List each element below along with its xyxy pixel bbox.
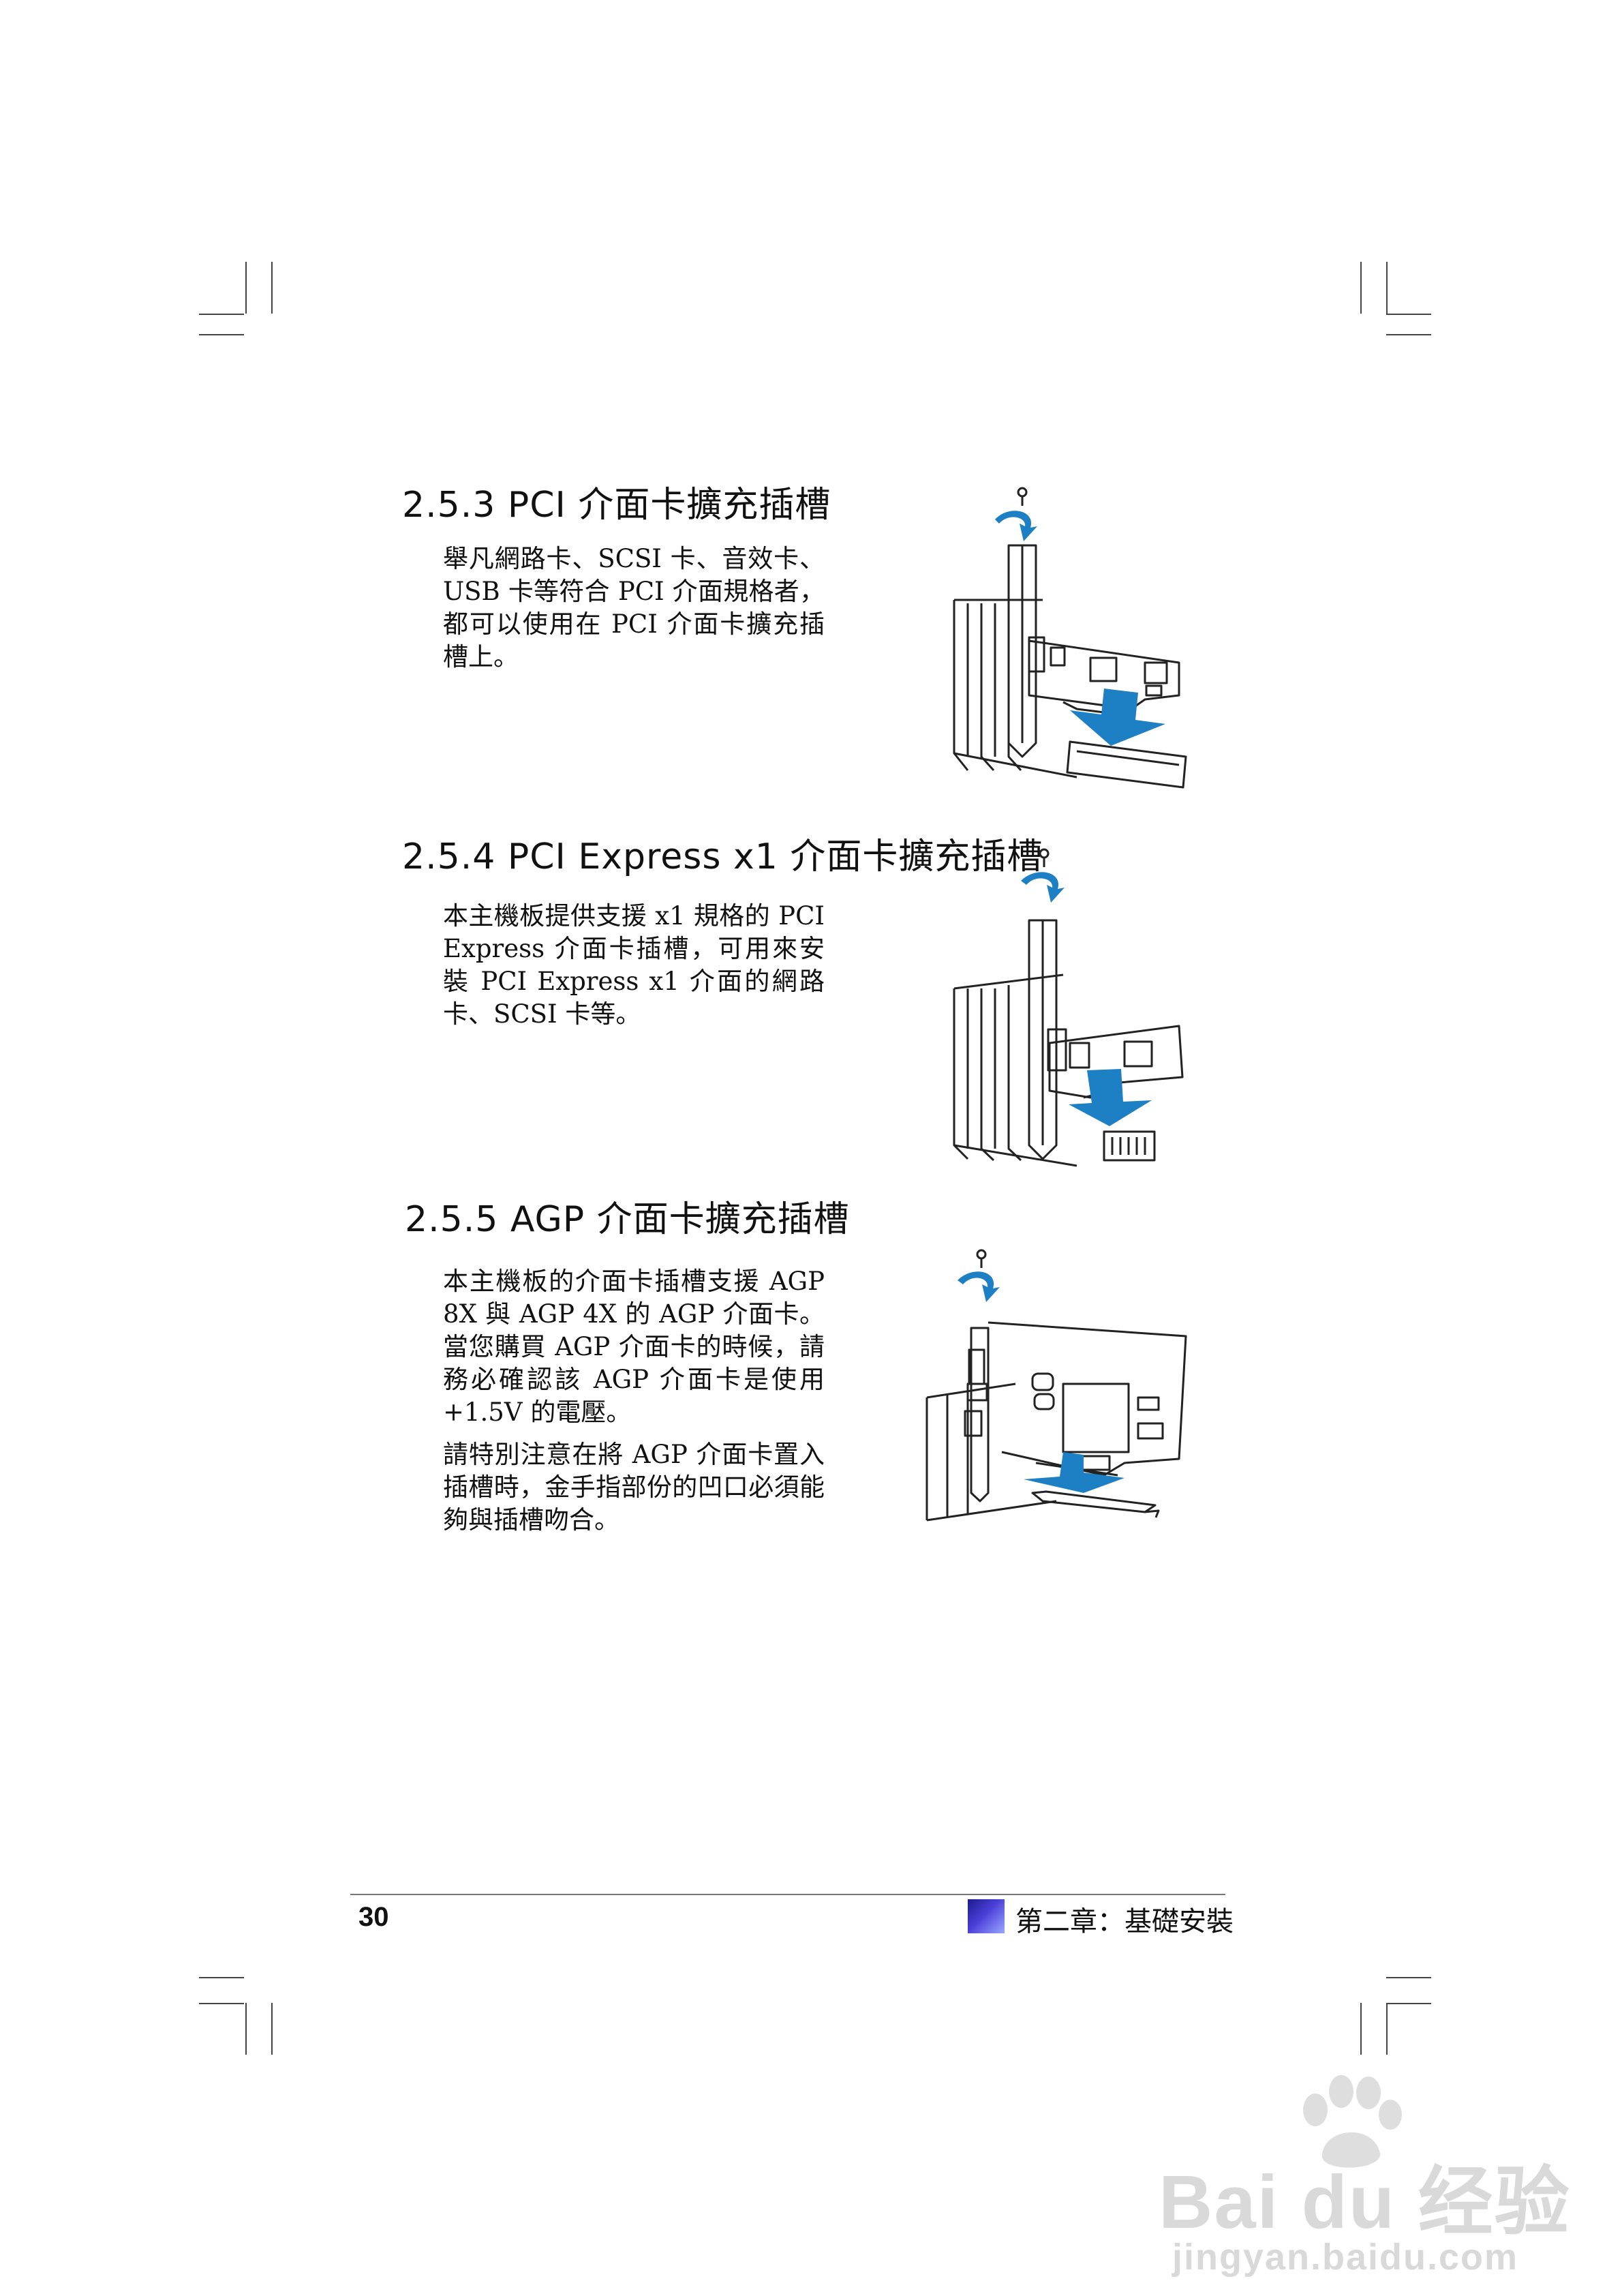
crop-mark	[199, 314, 244, 315]
watermark-url: jingyan.baidu.com	[1172, 2237, 1519, 2278]
paragraph: 本主機板提供支援 x1 規格的 PCI Express 介面卡插槽，可用來安裝 …	[443, 901, 825, 1029]
pcie-card-illustration	[953, 848, 1184, 1167]
crop-mark	[245, 262, 247, 314]
crop-mark	[271, 262, 273, 314]
agp-card-illustration	[925, 1249, 1187, 1522]
crop-mark	[1360, 2003, 1362, 2055]
paragraph: 舉凡網路卡、SCSI 卡、音效卡、USB 卡等符合 PCI 介面規格者，都可以使…	[443, 544, 825, 671]
crop-mark	[199, 2003, 244, 2004]
section-body-pci: 舉凡網路卡、SCSI 卡、音效卡、USB 卡等符合 PCI 介面規格者，都可以使…	[443, 543, 825, 683]
section-body-pcie: 本主機板提供支援 x1 規格的 PCI Express 介面卡插槽，可用來安裝 …	[443, 900, 825, 1040]
footer-rule	[350, 1894, 1225, 1895]
pci-card-illustration	[953, 487, 1187, 789]
crop-mark	[1386, 1977, 1431, 1978]
section-body-agp: 本主機板的介面卡插槽支援 AGP 8X 與 AGP 4X 的 AGP 介面卡。當…	[443, 1265, 825, 1546]
crop-mark	[1360, 262, 1362, 314]
section-title-pcie: 2.5.4 PCI Express x1 介面卡擴充插槽	[402, 836, 1043, 877]
paragraph: 本主機板的介面卡插槽支援 AGP 8X 與 AGP 4X 的 AGP 介面卡。當…	[443, 1267, 825, 1427]
paw-icon	[1303, 2075, 1402, 2168]
crop-mark	[271, 2003, 273, 2055]
crop-mark	[245, 2003, 247, 2055]
section-title-agp: 2.5.5 AGP 介面卡擴充插槽	[405, 1199, 850, 1240]
paragraph: 請特別注意在將 AGP 介面卡置入插槽時，金手指部份的凹口必須能夠與插槽吻合。	[443, 1440, 825, 1535]
crop-mark	[1386, 2003, 1388, 2055]
crop-mark	[1386, 314, 1431, 315]
section-title-pci: 2.5.3 PCI 介面卡擴充插槽	[402, 485, 831, 526]
crop-mark	[1386, 334, 1431, 335]
crop-mark	[199, 1977, 244, 1978]
crop-mark	[1386, 2003, 1431, 2004]
page-number: 30	[358, 1902, 389, 1932]
crop-mark	[1386, 262, 1388, 314]
chapter-label: 第二章：基礎安裝	[1015, 1906, 1234, 1937]
watermark-logo: Bai du 经验	[1159, 2160, 1571, 2244]
crop-mark	[199, 334, 244, 335]
chapter-marker	[968, 1899, 1005, 1933]
